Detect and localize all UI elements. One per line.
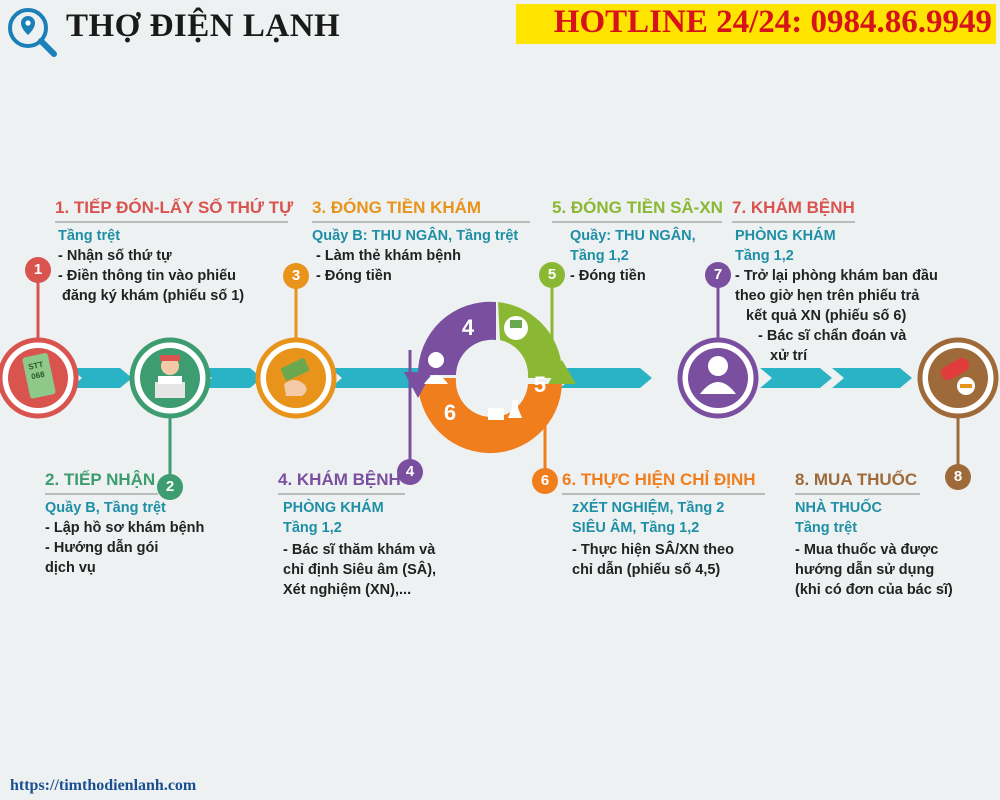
step-dot-4: 4 [397,459,423,485]
step-7-desc-5: xử trí [770,348,808,364]
step-dot-6: 6 [532,468,558,494]
step-7-location-1: PHÒNG KHÁM [735,228,836,244]
step-dot-8: 8 [945,464,971,490]
lab-icon [488,400,522,420]
timeline-arrow-band [70,368,912,388]
step-7-title: 7. KHÁM BỆNH [732,198,855,217]
step-7-desc-3: kết quả XN (phiếu số 6) [746,308,907,324]
step-dot-1: 1 [25,257,51,283]
step-3-desc-1: - Làm thẻ khám bệnh [316,248,462,264]
receptionist-icon [155,355,185,398]
step-6-desc-2: chỉ dẫn (phiếu số 4,5) [572,562,721,578]
step-dot-7: 7 [705,262,731,288]
step-8-desc-3: (khi có đơn của bác sĩ) [795,582,953,598]
ticket-icon: STT 068 [22,353,56,399]
step-7-desc-1: - Trở lại phòng khám ban đầu [735,268,938,284]
step-2-desc-2: - Hướng dẫn gói [45,540,159,556]
brand-title: THỢ ĐIỆN LẠNH [66,8,341,44]
step-dot-3: 3 [283,263,309,289]
step-5-location-2: Tầng 1,2 [570,248,629,264]
money-hand-icon [281,358,310,396]
doctor-icon [700,356,736,394]
step-4-location-1: PHÒNG KHÁM [283,500,384,516]
pills-icon [941,358,975,395]
step-8-desc-2: hướng dẫn sử dụng [795,562,935,578]
step-4-desc-1: - Bác sĩ thăm khám và [283,542,436,558]
step-6-title: 6. THỰC HIỆN CHỈ ĐỊNH [562,470,756,489]
map-pin-search-icon [8,8,57,57]
hotline-banner [516,4,996,44]
ticket-text-2: 068 [30,370,45,382]
step-8-location-2: Tầng trệt [795,520,858,536]
cycle-label-5: 5 [534,372,546,397]
cycle-ring: 4 5 6 [404,301,576,454]
step-1-desc-1: - Nhận số thứ tự [58,248,172,264]
step-6-location-2: SIÊU ÂM, Tầng 1,2 [572,520,700,536]
step-dot-5: 5 [539,262,565,288]
money-hand-icon [504,316,528,340]
step-4-location-2: Tầng 1,2 [283,520,342,536]
step-2-title: 2. TIẾP NHẬN [45,470,156,489]
step-7-desc-4: - Bác sĩ chẩn đoán và [758,328,907,344]
cycle-label-6: 6 [444,400,456,425]
step-3-location: Quầy B: THU NGÂN, Tầng trệt [312,228,519,244]
step-4-title: 4. KHÁM BỆNH [278,470,401,489]
step-5-title: 5. ĐÓNG TIỀN SÂ-XN [552,198,723,217]
step-4-desc-2: chỉ định Siêu âm (SÂ), [283,562,437,578]
step-6-location-1: zXÉT NGHIỆM, Tầng 2 [572,500,725,516]
hotline-text: HOTLINE 24/24: 0984.86.9949 [553,4,992,40]
step-8-desc-1: - Mua thuốc và được [795,542,939,558]
step-dot-2: 2 [157,474,183,500]
step-7-desc-2: theo giờ hẹn trên phiếu trả [735,288,920,304]
step-3-desc-2: - Đóng tiền [316,268,392,284]
step-5-desc-1: - Đóng tiền [570,268,646,284]
ticket-text-1: STT [27,360,44,372]
step-1-desc-2: - Điền thông tin vào phiếu [58,268,237,284]
step-1-desc-3: đăng ký khám (phiếu số 1) [62,288,245,304]
step-1-title: 1. TIẾP ĐÓN-LẤY SỐ THỨ TỰ [55,198,294,217]
step-8-title: 8. MUA THUỐC [795,470,918,489]
step-3-title: 3. ĐÓNG TIỀN KHÁM [312,198,482,217]
step-4-desc-3: Xét nghiệm (XN),... [283,582,412,598]
step-1-location: Tầng trệt [58,228,121,244]
cycle-label-4: 4 [462,315,475,340]
step-5-location-1: Quầy: THU NGÂN, [570,228,696,244]
doctor-icon [424,352,448,384]
step-8-location-1: NHÀ THUỐC [795,500,882,516]
step-7-location-2: Tầng 1,2 [735,248,794,264]
step-2-desc-3: dịch vụ [45,560,96,576]
step-2-desc-1: - Lập hồ sơ khám bệnh [45,520,205,536]
step-2-location: Quầy B, Tầng trệt [45,500,166,516]
website-link[interactable]: https://timthodienlanh.com [10,777,197,794]
step-6-desc-1: - Thực hiện SÂ/XN theo [572,542,734,558]
